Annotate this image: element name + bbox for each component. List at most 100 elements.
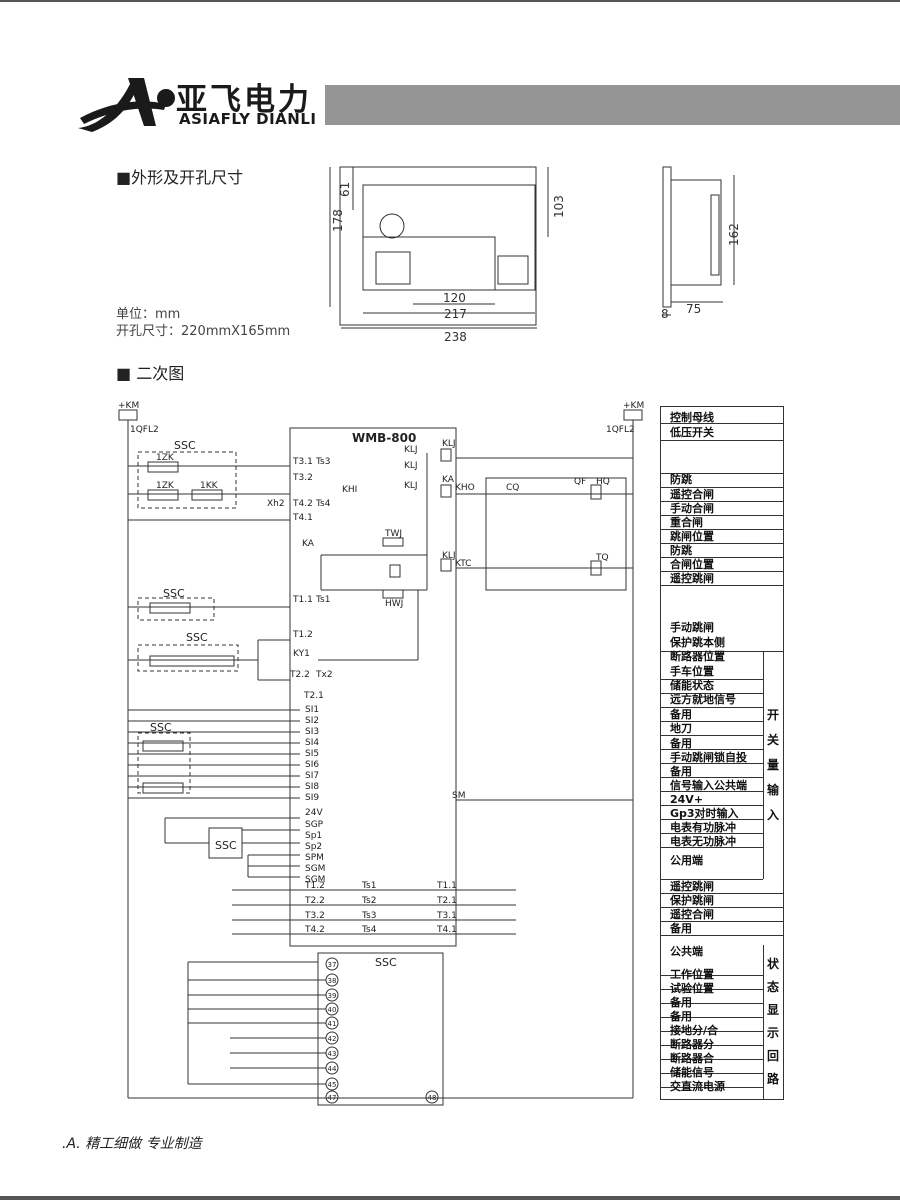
legend-row-divider [661, 879, 763, 880]
header-bar [325, 85, 900, 125]
legend-row-label: 重合闸 [670, 516, 703, 529]
group-status-char-5: 回 [766, 1049, 779, 1063]
legend-row-divider [661, 1087, 763, 1088]
relay-qf: QF [574, 477, 586, 487]
si-1: SI1 [305, 705, 319, 715]
front-window-left [375, 251, 411, 285]
pw-sgm-2: SGM [305, 875, 325, 885]
ssc-term-41: 41 [328, 1020, 337, 1028]
top-rule [0, 0, 900, 2]
breaker-left-label: 1QFL2 [130, 425, 159, 435]
term-t2-1: T2.1 [303, 691, 324, 701]
group-status-char-3: 显 [766, 1003, 779, 1017]
pw-spm: SPM [305, 853, 324, 863]
ssc-term-43: 43 [328, 1050, 337, 1058]
legend-row-label: 手动合闸 [670, 502, 714, 515]
relay-ka: KA [442, 475, 455, 485]
relay-hwj: HWJ [385, 599, 403, 609]
relay-klj-2: KLJ [442, 439, 456, 449]
legend-row-divider [661, 833, 763, 834]
out-left-1: T1.2 [304, 881, 325, 891]
legend-row-label: 保护跳本侧 [670, 636, 725, 649]
ssc-label-3: SSC [186, 631, 208, 644]
legend-row-divider [661, 935, 783, 936]
out-right-2: T2.1 [436, 896, 457, 906]
device-model-label: WMB-800 [352, 431, 416, 445]
relay-klj-3: KLJ [404, 461, 418, 471]
legend-row-label: 电表无功脉冲 [670, 835, 736, 848]
breaker-mechanism-box [485, 477, 627, 591]
legend-row-divider [661, 543, 783, 544]
relay-klj-4: KLJ [404, 481, 418, 491]
ssc-term-45: 45 [328, 1081, 337, 1089]
legend-group-status-display: 状 态 显 示 回 路 [763, 953, 783, 1091]
relay-klj-5: KLJ [442, 551, 456, 561]
legend-row-divider [661, 693, 763, 694]
legend-row-label: 手动跳闸 [670, 621, 714, 634]
group-switch-char-5: 入 [766, 808, 779, 822]
out-left-2: T2.2 [304, 896, 325, 906]
bottom-rule [0, 1196, 900, 1200]
legend-row-label: 手车位置 [670, 665, 714, 678]
unit-note: 单位：mm [116, 307, 181, 322]
legend-row-label: 接地分/合 [670, 1024, 719, 1037]
group-status-char-1: 状 [766, 957, 779, 971]
legend-row-divider [661, 1017, 763, 1018]
device-box [289, 427, 457, 947]
term-t1-1: T1.1 [292, 595, 313, 605]
group-switch-char-1: 开 [766, 708, 779, 722]
contact-label-2: 1ZK [156, 481, 175, 491]
brand-name-en: ASIAFLY DIANLI [179, 110, 317, 128]
out-right-3: T3.1 [436, 911, 457, 921]
legend-row-divider [661, 989, 763, 990]
ssc-term-47: 47 [328, 1094, 337, 1102]
si-2: SI2 [305, 716, 319, 726]
si-4: SI4 [305, 738, 319, 748]
out-mid-4: Ts4 [361, 925, 377, 935]
out-mid-1: Ts1 [361, 881, 376, 891]
legend-row-divider [661, 423, 783, 424]
legend-row-label: 遥控跳闸 [670, 572, 714, 585]
legend-row-divider [661, 707, 763, 708]
out-left-3: T3.2 [304, 911, 325, 921]
term-t3-2: T3.2 [292, 473, 313, 483]
legend-row-label: 储能信号 [670, 1066, 714, 1079]
legend-row-label: 远方就地信号 [670, 693, 736, 706]
relay-hq: HQ [596, 477, 610, 487]
legend-row-label: 备用 [670, 765, 692, 778]
ssc-term-42: 42 [328, 1035, 337, 1043]
pw-24v: 24V [305, 808, 323, 818]
front-indicator-circle [379, 213, 405, 239]
dimensions-section-title: ■外形及开孔尺寸 [116, 168, 244, 187]
si-3: SI3 [305, 727, 319, 737]
group-status-char-4: 示 [766, 1026, 779, 1040]
legend-group-divider-status [763, 945, 764, 1099]
legend-row-label: 备用 [670, 708, 692, 721]
asiafly-a-logo [78, 78, 175, 132]
term-ts1: Ts1 [315, 595, 330, 605]
group-status-char-6: 路 [766, 1072, 779, 1086]
pw-sgp: SGP [305, 820, 324, 830]
legend-row-label: 备用 [670, 1010, 692, 1023]
legend-row-label: 工作位置 [670, 968, 714, 981]
legend-row-divider [661, 1003, 763, 1004]
legend-row-label: 跳闸位置 [670, 530, 714, 543]
legend-row-divider [661, 805, 763, 806]
relay-klj-1: KLJ [404, 445, 418, 455]
terminal-legend-table: 控制母线低压开关防跳遥控合闸手动合闸重合闸跳闸位置防跳合闸位置遥控跳闸手动跳闸保… [660, 406, 784, 1100]
ssc-label-2: SSC [163, 587, 185, 600]
legend-row-divider [661, 893, 783, 894]
legend-row-divider [661, 975, 763, 976]
legend-row-label: 断路器合 [670, 1052, 714, 1065]
legend-row-divider [661, 585, 783, 586]
ssc-term-39: 39 [328, 992, 337, 1000]
legend-row-label: 遥控合闸 [670, 488, 714, 501]
si-8: SI8 [305, 782, 319, 792]
legend-row-label: 备用 [670, 922, 692, 935]
term-ts3: Ts3 [315, 457, 330, 467]
relay-tq: TQ [595, 553, 609, 563]
footer-slogan: .A. 精工细做 专业制造 [62, 1136, 202, 1152]
legend-group-switch-input: 开 关 量 输 入 [763, 703, 783, 828]
legend-row-label: 断路器分 [670, 1038, 714, 1051]
dim-162: 162 [727, 223, 741, 246]
